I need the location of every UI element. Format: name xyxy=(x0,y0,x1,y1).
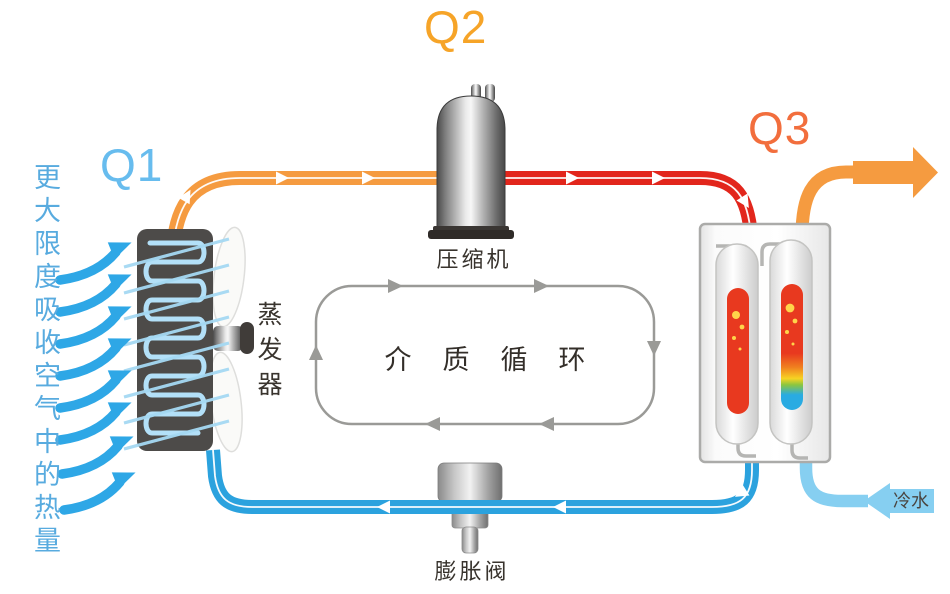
evaporator-coil xyxy=(123,229,230,451)
flow-direction-arrows xyxy=(178,171,749,209)
compressor-label: 压缩机 xyxy=(436,247,512,272)
q3-label: Q3 xyxy=(748,102,812,154)
expansion-valve-label: 膨胀阀 xyxy=(434,559,510,584)
coil-tube xyxy=(143,240,207,436)
bubbles xyxy=(732,303,798,351)
hot-water-outlet xyxy=(795,147,938,237)
q2-label: Q2 xyxy=(424,1,488,53)
loop-arrows xyxy=(309,279,661,431)
hot-water-arrow-shaft xyxy=(853,161,914,184)
liquid-return-pipe xyxy=(181,449,759,554)
fan-hub-cap xyxy=(240,322,254,354)
coil-fins xyxy=(123,237,230,451)
cold-water-arrow-band xyxy=(888,489,934,513)
hot-water-arrow-head xyxy=(913,147,938,198)
heat-exchanger xyxy=(698,222,832,464)
fan xyxy=(204,226,254,453)
cold-water-arrow-head xyxy=(864,483,890,519)
medium-cycle-loop xyxy=(309,279,661,431)
air-flow-arrowheads xyxy=(107,242,136,490)
fan-blade xyxy=(212,226,246,328)
inner-pipe xyxy=(736,436,756,458)
cold-water-label: 冷水 xyxy=(893,491,929,511)
q1-label: Q1 xyxy=(100,139,164,191)
air-flow-arrows xyxy=(55,247,125,515)
flow-direction-arrows xyxy=(181,480,750,514)
temperature-gradient-window-right xyxy=(781,284,803,410)
pipe-center-line xyxy=(212,449,753,508)
hot-liquid-window-left xyxy=(727,288,749,414)
cold-water-inlet xyxy=(799,456,934,519)
air-heat-note: 更大限度吸收空气中的热量 xyxy=(30,163,60,559)
inner-pipe xyxy=(790,436,808,460)
compressor-port xyxy=(485,84,495,102)
evaporator-label: 蒸发器 xyxy=(254,301,282,406)
compressor xyxy=(428,84,514,239)
medium-cycle-label: 介质循环 xyxy=(384,345,617,375)
